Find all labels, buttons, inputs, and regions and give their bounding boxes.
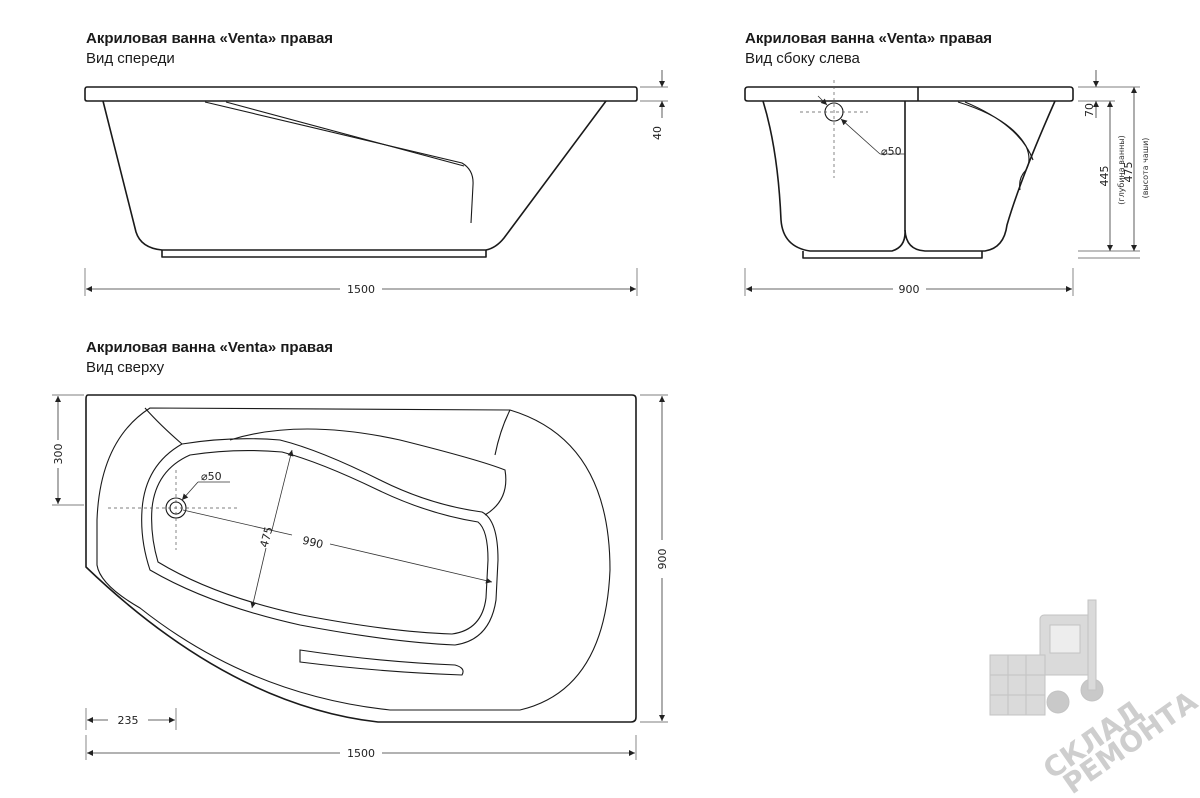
side-height-dimension: 475: [1122, 162, 1135, 183]
front-base: [161, 250, 487, 258]
front-backrest-line: [204, 101, 474, 224]
side-view-title: Акриловая ванна «Venta» правая: [745, 30, 993, 47]
top-basin-outer: [141, 438, 499, 646]
front-rim-dimension: 40: [651, 126, 664, 140]
side-depth-note: (глубина ванны): [1117, 135, 1126, 205]
side-rim-dimension: 70: [1083, 103, 1096, 117]
top-view-subtitle: Вид сверху: [86, 359, 165, 376]
top-view: ⌀50 990 475 300 900 235 1500: [52, 394, 669, 760]
side-drain-dimension: ⌀50: [881, 145, 902, 158]
front-view-subtitle: Вид спереди: [86, 50, 175, 67]
top-depth-dimension: 900: [656, 549, 669, 570]
side-base: [802, 251, 983, 259]
top-width-dimension: 1500: [347, 747, 375, 760]
top-inner-length-dimension: 990: [301, 534, 324, 551]
side-body-left: [762, 100, 906, 252]
front-rim: [84, 86, 638, 102]
side-backrest-line: [957, 101, 1030, 191]
front-view-title: Акриловая ванна «Venta» правая: [86, 30, 334, 47]
forklift-icon: [989, 599, 1104, 716]
top-rim-inner: [96, 407, 611, 711]
front-backrest-line-2: [225, 101, 465, 167]
side-rim: [744, 86, 1074, 102]
top-inner-width-dimension: 475: [258, 525, 276, 549]
side-height-note: (высота чаши): [1141, 138, 1150, 199]
top-outline: [85, 394, 637, 723]
side-width-dimension: 900: [899, 283, 920, 296]
top-offset-dimension: 235: [118, 714, 139, 727]
side-view: ⌀50 70 445 (глубина ванны) 475 (высота ч…: [744, 70, 1150, 296]
top-left-edge-dimension: 300: [52, 444, 65, 465]
front-width-dimension: 1500: [347, 283, 375, 296]
top-view-title: Акриловая ванна «Venta» правая: [86, 339, 334, 356]
side-body-right: [904, 100, 1056, 252]
top-backrest: [229, 428, 507, 516]
side-depth-dimension: 445: [1098, 166, 1111, 187]
top-handle: [299, 649, 464, 676]
front-body: [102, 100, 607, 251]
front-view: 40 1500: [84, 70, 668, 296]
top-drain-dimension: ⌀50: [201, 470, 222, 483]
top-basin-inner: [151, 450, 489, 635]
top-backrest-2: [494, 409, 511, 456]
top-armrest: [144, 407, 183, 445]
side-backrest-line-2: [964, 101, 1034, 161]
side-view-subtitle: Вид сбоку слева: [745, 50, 860, 67]
watermark-logo: СКЛАД РЕМОНТА: [989, 599, 1200, 798]
